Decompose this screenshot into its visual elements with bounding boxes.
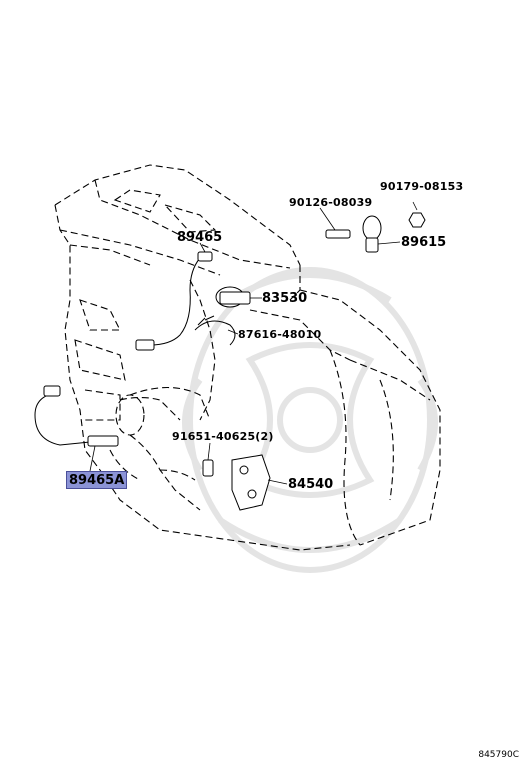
sensors bbox=[34, 212, 426, 511]
exhaust-pipe bbox=[109, 387, 211, 511]
part-label-90126-08039: 90126-08039 bbox=[289, 196, 373, 209]
part-label-84540: 84540 bbox=[288, 477, 334, 492]
upper-o2-sensor-wire bbox=[149, 257, 201, 346]
part-label-87616-48010: 87616-48010 bbox=[238, 328, 322, 341]
part-label-91651-40625: 91651-40625(2) bbox=[172, 430, 274, 443]
part-label-90179-08153: 90179-08153 bbox=[380, 180, 464, 193]
part-label-89465a-highlighted[interactable]: 89465A bbox=[66, 471, 128, 489]
engine-block bbox=[54, 164, 441, 551]
part-label-89615: 89615 bbox=[401, 235, 447, 250]
watermark-emblem bbox=[182, 267, 438, 573]
lower-o2-sensor-wire bbox=[34, 391, 91, 446]
part-label-89465: 89465 bbox=[177, 230, 223, 245]
part-label-83530: 83530 bbox=[262, 291, 308, 306]
figure-code: 845790C bbox=[478, 750, 519, 760]
leader-lines bbox=[89, 201, 418, 485]
